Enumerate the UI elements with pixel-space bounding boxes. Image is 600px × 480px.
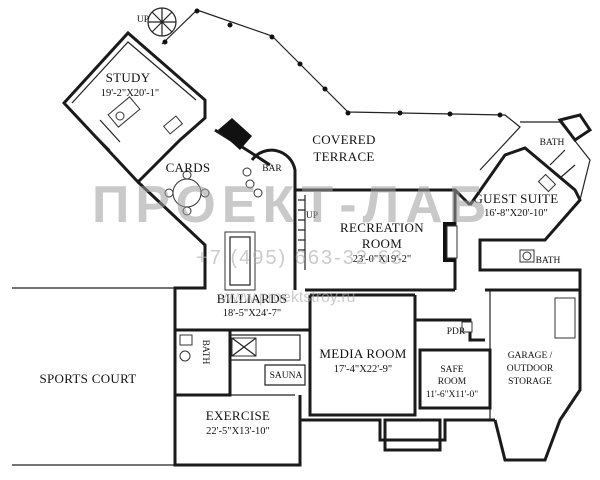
bath-right-label: BATH	[536, 256, 561, 266]
garage-label-1: GARAGE /	[508, 351, 553, 361]
billiards-label: BILLIARDS	[217, 291, 288, 306]
pdr-label: PDR	[447, 327, 466, 337]
stair-up-top-label: UP	[137, 15, 149, 25]
covered-terrace-outline	[161, 8, 521, 171]
fireplaces	[218, 118, 458, 262]
bar-counter	[242, 148, 297, 198]
watermark-url: www.proektstroy.ru	[220, 289, 356, 306]
study-wing	[61, 30, 207, 185]
media-room-dims: 17'-4"X22'-9"	[334, 364, 392, 375]
sauna-label: SAUNA	[270, 371, 303, 381]
guest-suite-label: GUEST SUITE	[473, 191, 558, 206]
stair-up-mid-label: UP	[306, 211, 318, 221]
study-label: STUDY	[106, 70, 151, 85]
garage-label-3: STORAGE	[508, 377, 552, 387]
recreation-label-1: RECREATION	[340, 220, 424, 235]
terrace-label-1: COVERED	[312, 132, 376, 147]
exercise-dims: 22'-5"X13'-10"	[206, 426, 270, 437]
billiards-dims: 18'-5"X24'-7"	[223, 308, 281, 319]
recreation-label-2: ROOM	[362, 236, 402, 251]
safe-room-label-1: SAFE	[440, 365, 463, 375]
guest-suite-dims: 16'-8"X20'-10"	[484, 208, 548, 219]
bath-left-fixtures	[179, 334, 257, 362]
spiral-stair	[147, 7, 177, 37]
bath-left-label: BATH	[200, 340, 210, 365]
bar-label: BAR	[262, 164, 282, 174]
billiard-table	[224, 231, 256, 291]
watermark-brand: ПРОЕКТ-ЛАБ	[92, 176, 492, 234]
cards-label: CARDS	[166, 160, 211, 175]
terrace-label-2: TERRACE	[313, 149, 374, 164]
exercise-label: EXERCISE	[206, 408, 271, 423]
recreation-dims: 23'-0"X19'-2"	[353, 254, 411, 265]
bath-top-label: BATH	[540, 138, 565, 148]
safe-room-label-2: ROOM	[438, 377, 467, 387]
safe-pdr	[415, 318, 492, 410]
watermark-phone: +7 (495) 663-32-63	[196, 247, 404, 269]
cards-table	[164, 170, 210, 216]
garage-label-2: OUTDOOR	[507, 364, 554, 374]
media-room-label: MEDIA ROOM	[319, 346, 406, 361]
stairs-mid	[298, 199, 305, 251]
main-walls	[136, 128, 495, 467]
safe-room-dims: 11'-6"X11'-0"	[426, 390, 478, 400]
study-dims: 19'-2"X20'-1"	[101, 88, 159, 99]
guest-suite-wing	[468, 113, 593, 462]
sports-court-label: SPORTS COURT	[39, 371, 136, 386]
